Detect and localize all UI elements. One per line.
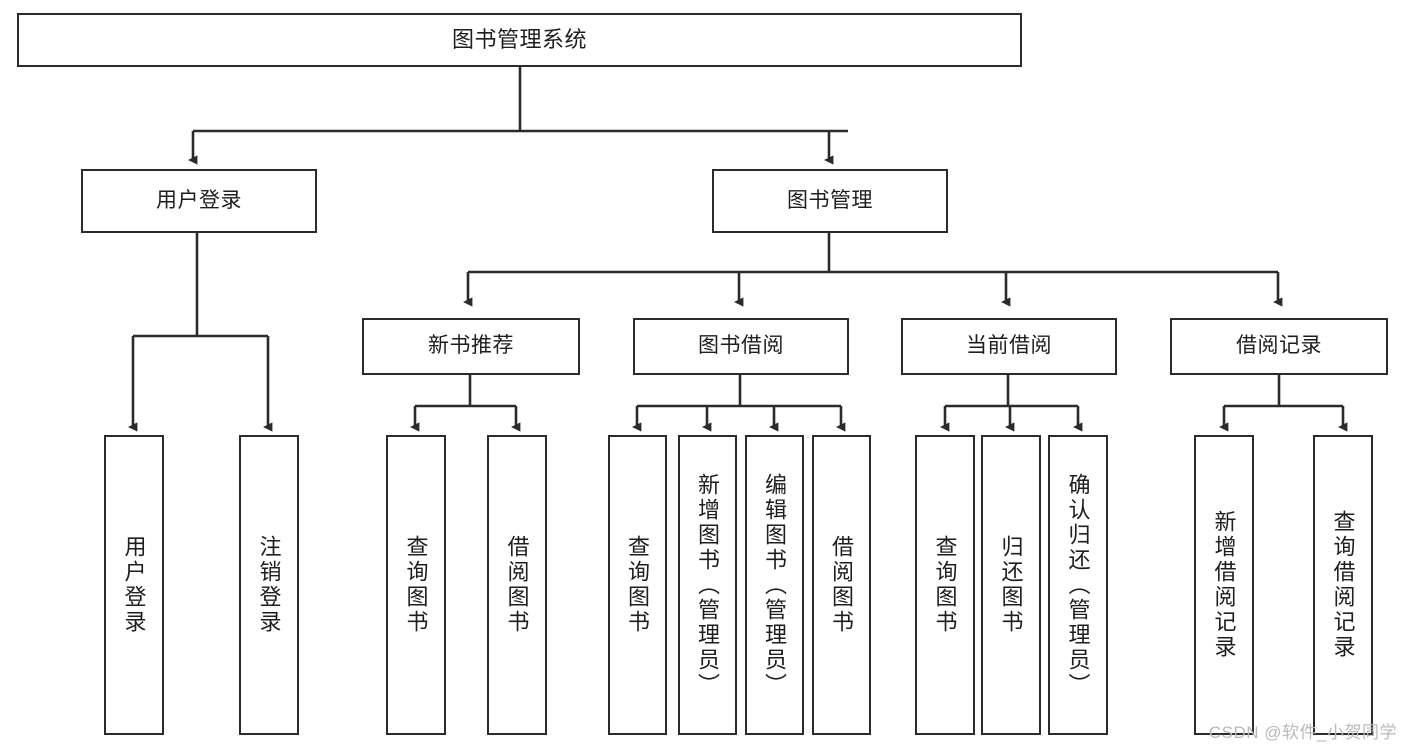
node-label: 图书管理系统 — [451, 27, 587, 53]
node-label: 注销登录 — [256, 535, 282, 635]
leaf-return-book[interactable]: 归还图书 — [981, 435, 1041, 735]
node-label: 查询图书 — [403, 535, 429, 635]
node-label: 确认归还（管理员） — [1065, 472, 1091, 698]
node-label: 当前借阅 — [966, 334, 1052, 358]
leaf-query-borrow-record[interactable]: 查询借阅记录 — [1313, 435, 1373, 735]
node-label: 归还图书 — [998, 535, 1024, 635]
node-user-login[interactable]: 用户登录 — [81, 169, 317, 233]
node-label: 用户登录 — [156, 188, 242, 212]
leaf-add-borrow-record[interactable]: 新增借阅记录 — [1194, 435, 1254, 735]
leaf-query-books-new[interactable]: 查询图书 — [386, 435, 446, 735]
node-label: 查询借阅记录 — [1330, 510, 1356, 660]
leaf-edit-book-admin[interactable]: 编辑图书（管理员） — [745, 435, 804, 735]
watermark: CSDN @软件_小贺同学 — [1208, 723, 1397, 742]
node-label: 借阅记录 — [1236, 334, 1322, 358]
leaf-add-book-admin[interactable]: 新增图书（管理员） — [678, 435, 737, 735]
leaf-borrow-books-new[interactable]: 借阅图书 — [487, 435, 547, 735]
node-current-borrowing[interactable]: 当前借阅 — [901, 318, 1117, 375]
node-label: 查询图书 — [625, 535, 651, 635]
node-label: 新书推荐 — [428, 334, 514, 358]
leaf-borrow-book[interactable]: 借阅图书 — [812, 435, 871, 735]
node-label: 借阅图书 — [504, 535, 530, 635]
leaf-query-books-current[interactable]: 查询图书 — [915, 435, 975, 735]
node-label: 编辑图书（管理员） — [762, 472, 788, 698]
node-label: 查询图书 — [932, 535, 958, 635]
node-borrowing-records[interactable]: 借阅记录 — [1170, 318, 1388, 375]
leaf-logout[interactable]: 注销登录 — [239, 435, 299, 735]
leaf-query-books-borrow[interactable]: 查询图书 — [608, 435, 667, 735]
node-label: 新增借阅记录 — [1211, 510, 1237, 660]
node-book-management[interactable]: 图书管理 — [712, 169, 948, 233]
node-book-borrowing[interactable]: 图书借阅 — [633, 318, 849, 375]
node-label: 图书管理 — [787, 188, 873, 212]
leaf-confirm-return-admin[interactable]: 确认归还（管理员） — [1048, 435, 1108, 735]
node-new-book-recommendation[interactable]: 新书推荐 — [362, 318, 580, 375]
node-label: 借阅图书 — [829, 535, 855, 635]
node-root-book-management-system[interactable]: 图书管理系统 — [17, 13, 1022, 67]
node-label: 用户登录 — [121, 535, 147, 635]
node-label: 新增图书（管理员） — [695, 472, 721, 698]
leaf-user-login[interactable]: 用户登录 — [104, 435, 164, 735]
node-label: 图书借阅 — [698, 334, 784, 358]
